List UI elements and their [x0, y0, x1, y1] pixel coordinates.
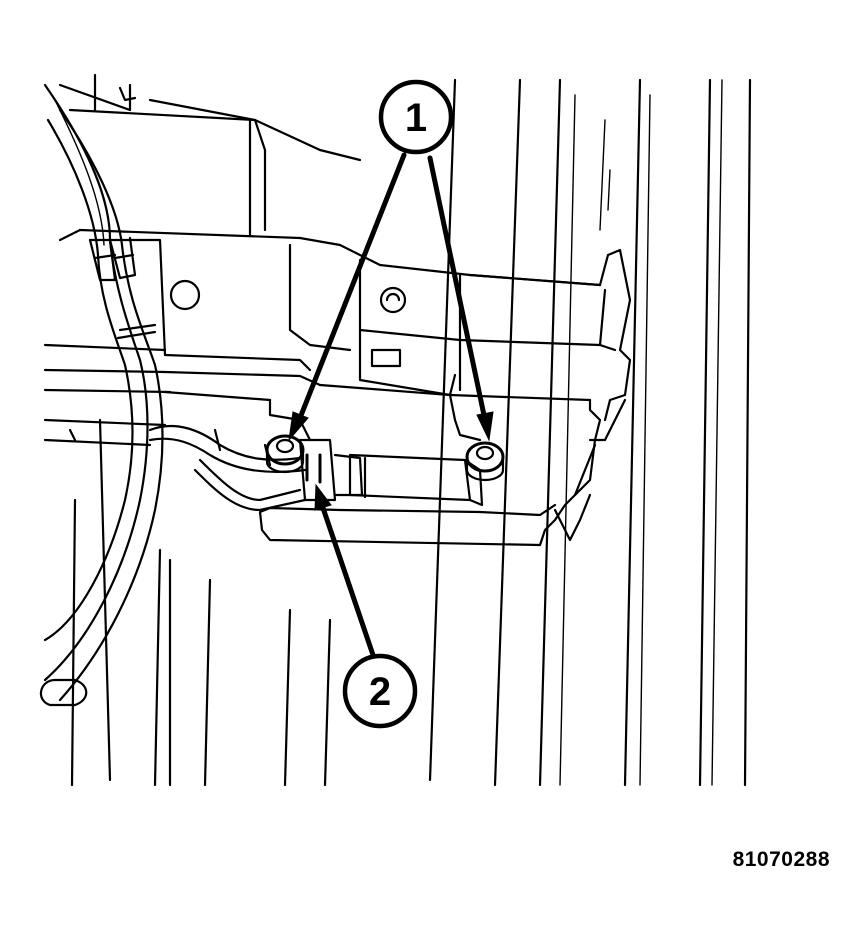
wiring-harness [39, 83, 332, 787]
callout-2-label: 2 [369, 670, 391, 714]
bolt-right [465, 441, 505, 482]
callout-1-label: 1 [405, 96, 427, 140]
callout-1-leaders [288, 152, 494, 442]
crossmember [43, 228, 632, 422]
callout-2-leader [314, 483, 376, 658]
module-bracket [258, 383, 627, 547]
electrical-connector [298, 438, 364, 502]
callout-1: 1 [378, 79, 454, 155]
figure-number: 81070288 [732, 848, 830, 871]
bolt-left [265, 434, 305, 474]
callout-2: 2 [342, 653, 418, 729]
frame-rails [428, 78, 752, 787]
